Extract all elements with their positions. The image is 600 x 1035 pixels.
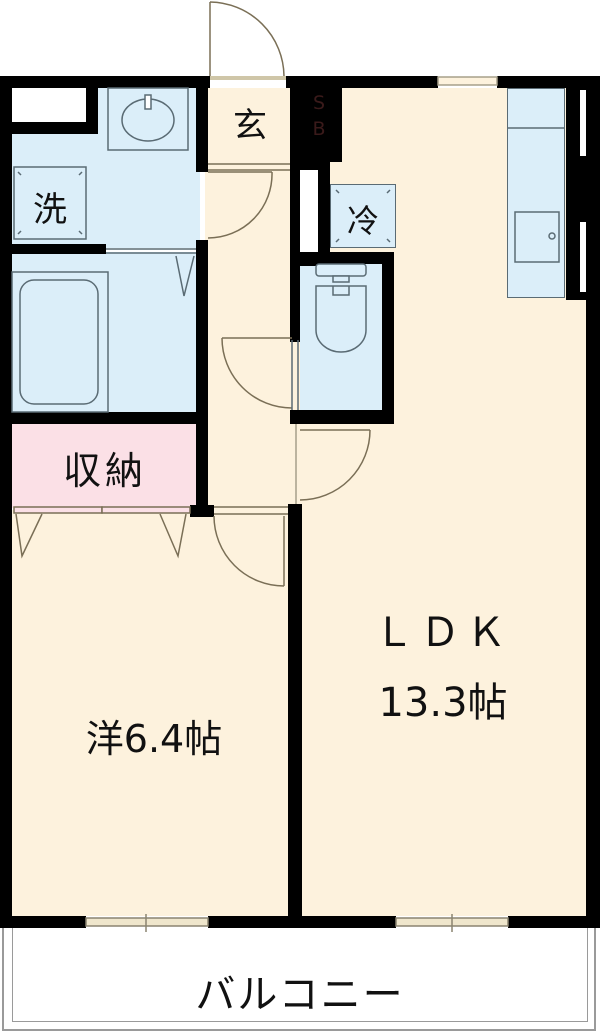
toilet-door: [221, 337, 299, 410]
white-panel: [300, 170, 318, 252]
refrigerator-marks: [335, 189, 391, 243]
bath-folding-door: [106, 248, 196, 297]
storage-floor: [12, 424, 198, 508]
wall-toilet-right: [382, 252, 394, 424]
balcony: [2, 928, 596, 1031]
toilet: [315, 263, 367, 353]
wall-bottom-3: [508, 916, 600, 928]
closet-white: [12, 88, 86, 122]
window-top: [437, 76, 498, 86]
kitchen-sink: [507, 127, 565, 263]
wall-sb-frame: [290, 76, 342, 162]
wall-bath-storage: [12, 412, 208, 424]
shoe-box-label-s: S: [312, 92, 326, 114]
washroom-door: [207, 171, 273, 239]
washing-machine-pan: [13, 166, 87, 240]
ldk-type-label: ＬＤＫ: [374, 610, 512, 656]
wall-bottom-1: [0, 916, 86, 928]
shoe-box-label-b: B: [312, 118, 326, 140]
wall-corridor-ldk-lower: [288, 504, 302, 928]
wall-toilet-left: [290, 262, 300, 342]
wall-top-left: [0, 76, 210, 88]
balcony-windows: [85, 914, 509, 932]
ldk-door: [295, 424, 371, 504]
kitchen-counter: [507, 88, 565, 298]
washbasin: [107, 87, 189, 151]
window-right-1: [580, 90, 586, 156]
balcony-inner-rail: [12, 928, 588, 1022]
refrigerator-space: [330, 184, 396, 248]
western-room-label: 洋6.4帖: [85, 717, 223, 761]
ldk-size-label: 13.3帖: [378, 680, 508, 726]
washroom-label: 洗: [33, 190, 67, 230]
entrance-floor: [205, 88, 300, 518]
entrance-label: 玄: [233, 106, 267, 146]
bathtub: [11, 271, 109, 413]
storage-folding-door: [13, 506, 191, 559]
wall-wash-bath: [12, 244, 106, 254]
window-right-2: [580, 222, 586, 292]
entrance-door: [209, 1, 286, 80]
wall-wet-right-lower: [196, 240, 208, 510]
wall-storage-bottom-corner: [190, 505, 214, 517]
western-room-door: [213, 506, 288, 587]
balcony-label: バルコニー: [195, 972, 405, 1018]
refrigerator-label: 冷: [346, 202, 379, 240]
wall-toilet-bottom: [290, 410, 394, 424]
storage-label: 収納: [62, 449, 147, 493]
wall-right: [586, 76, 600, 928]
western-room-floor: [12, 510, 296, 916]
wall-toilet-top: [290, 252, 394, 264]
wall-wet-right-upper: [196, 76, 208, 172]
wall-left: [0, 76, 12, 928]
wall-bottom-2: [208, 916, 396, 928]
